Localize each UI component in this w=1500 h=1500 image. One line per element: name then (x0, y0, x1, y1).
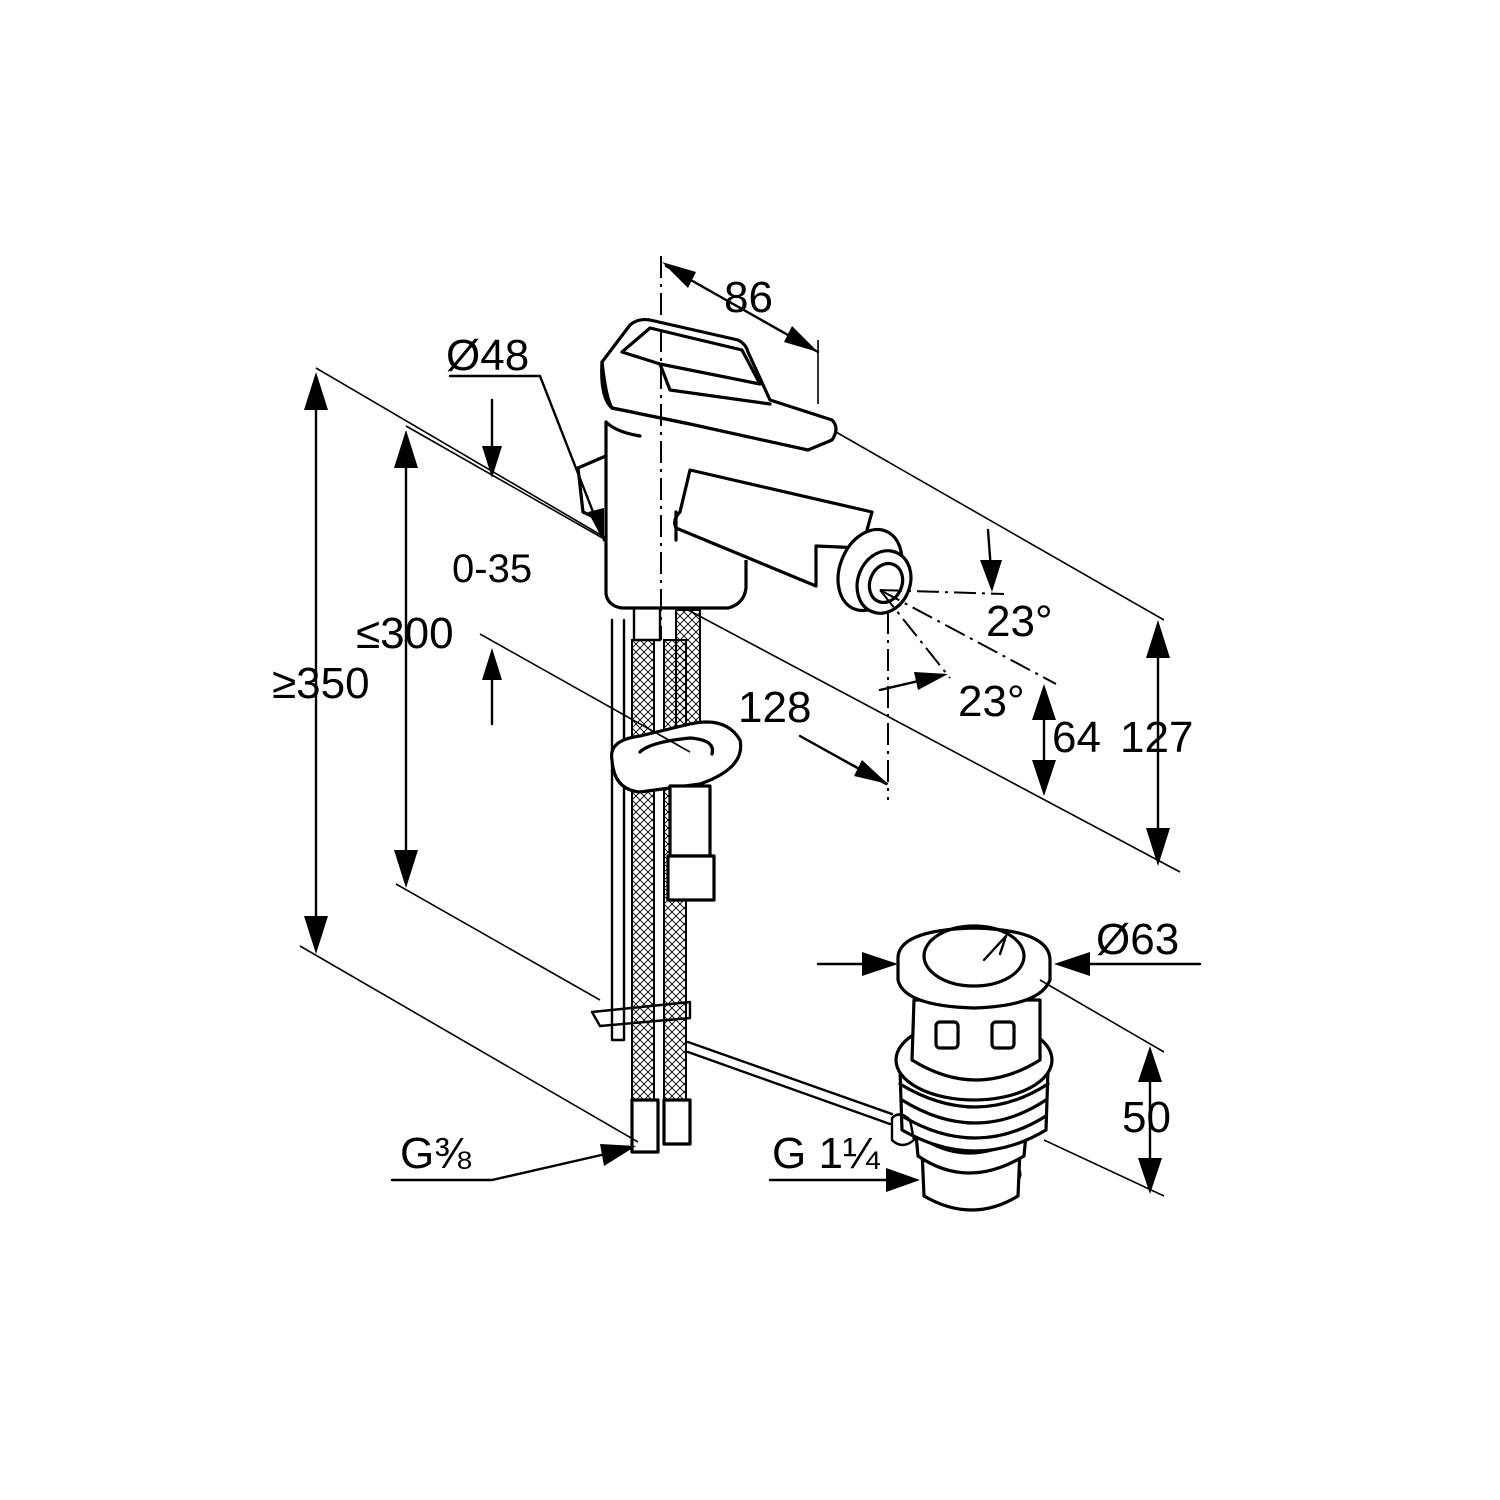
jet-axis-lower (879, 589, 951, 679)
dim-body-diameter: Ø48 (446, 331, 529, 380)
dim-spout-offset: 128 (738, 683, 811, 732)
hose-fitting-right (662, 1098, 692, 1146)
mounting-nut (668, 784, 712, 858)
dim-waste-diameter: Ø63 (1096, 915, 1179, 964)
dim-waste-height: 50 (1122, 1093, 1171, 1142)
pop-up-rod (610, 618, 626, 1042)
dim-waste-thread: G 1¼ (772, 1129, 881, 1178)
dim-spout-reach: 86 (724, 273, 773, 322)
flex-hose-left (631, 639, 655, 1101)
mounting-bracket (609, 720, 743, 794)
dim-hose-min: ≥350 (272, 659, 370, 708)
mounting-shank (632, 606, 662, 642)
dim-deck-thickness: 0-35 (452, 547, 532, 591)
waste-fitting (890, 924, 1054, 1212)
faucet (576, 317, 913, 1154)
dim-hose-thread: G⅜ (400, 1129, 471, 1178)
dim-jet-angle-lower: 23° (958, 677, 1025, 726)
dim-jet-height: 64 (1052, 713, 1101, 762)
hose-fitting-left (630, 1098, 660, 1154)
dim-total-height: 127 (1120, 713, 1193, 762)
jet-axis-horizontal (879, 589, 1005, 595)
dim-hose-max: ≤300 (356, 609, 454, 658)
jet-axis-middle (879, 589, 1057, 685)
linkage-rod (686, 1040, 894, 1126)
dim-jet-angle-upper: 23° (986, 597, 1053, 646)
